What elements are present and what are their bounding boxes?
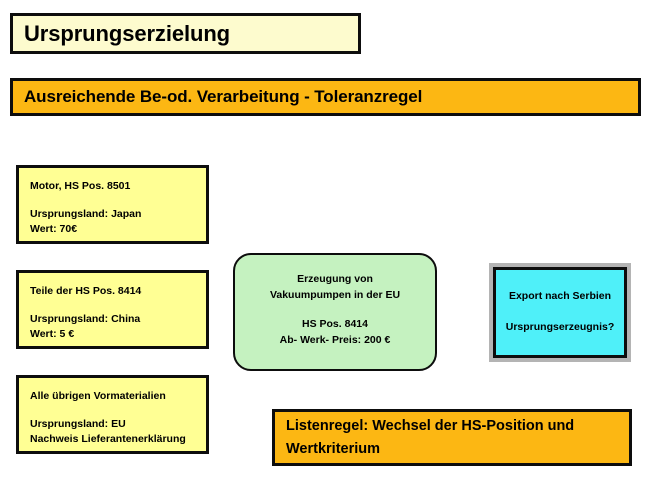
production-line-2: Vakuumpumpen in der EU <box>269 289 401 302</box>
production-detail-group: HS Pos. 8414 Ab- Werk- Preis: 200 € <box>280 316 391 349</box>
export-question: Ursprungserzeugnis? <box>505 321 615 333</box>
material-value: Wert: 70€ <box>30 223 78 236</box>
material-box-other: Alle übrigen Vormaterialien Ursprungslan… <box>16 375 209 454</box>
material-origin: Ursprungsland: Japan <box>30 208 142 221</box>
page-title: Ursprungserzielung <box>24 20 231 46</box>
banner-text: Ausreichende Be-od. Verarbeitung - Toler… <box>24 87 423 106</box>
list-rule-line-1: Listenregel: Wechsel der HS-Position und <box>286 418 575 435</box>
banner-box: Ausreichende Be-od. Verarbeitung - Toler… <box>10 78 641 116</box>
material-origin: Ursprungsland: EU <box>30 418 126 431</box>
list-rule-box: Listenregel: Wechsel der HS-Position und… <box>272 409 632 466</box>
production-hs-position: HS Pos. 8414 <box>302 317 368 330</box>
material-origin: Ursprungsland: China <box>30 313 141 326</box>
production-heading-group: Erzeugung von Vakuumpumpen in der EU <box>270 271 400 304</box>
material-value: Wert: 5 € <box>30 328 75 341</box>
page-title-box: Ursprungserzielung <box>10 13 361 54</box>
material-value: Nachweis Lieferantenerklärung <box>30 433 186 446</box>
material-box-motor: Motor, HS Pos. 8501 Ursprungsland: Japan… <box>16 165 209 244</box>
material-box-parts: Teile der HS Pos. 8414 Ursprungsland: Ch… <box>16 270 209 349</box>
export-destination: Export nach Serbien <box>508 290 612 303</box>
export-box: Export nach Serbien Ursprungserzeugnis? <box>493 267 627 358</box>
list-rule-line-2: Wertkriterium <box>286 440 381 457</box>
export-box-frame: Export nach Serbien Ursprungserzeugnis? <box>489 263 631 362</box>
production-line-1: Erzeugung von <box>297 273 373 285</box>
material-heading: Motor, HS Pos. 8501 <box>30 180 131 192</box>
production-exworks-price: Ab- Werk- Preis: 200 € <box>279 333 391 346</box>
material-heading: Alle übrigen Vormaterialien <box>30 390 166 402</box>
production-box: Erzeugung von Vakuumpumpen in der EU HS … <box>233 253 437 371</box>
material-heading: Teile der HS Pos. 8414 <box>30 285 142 297</box>
